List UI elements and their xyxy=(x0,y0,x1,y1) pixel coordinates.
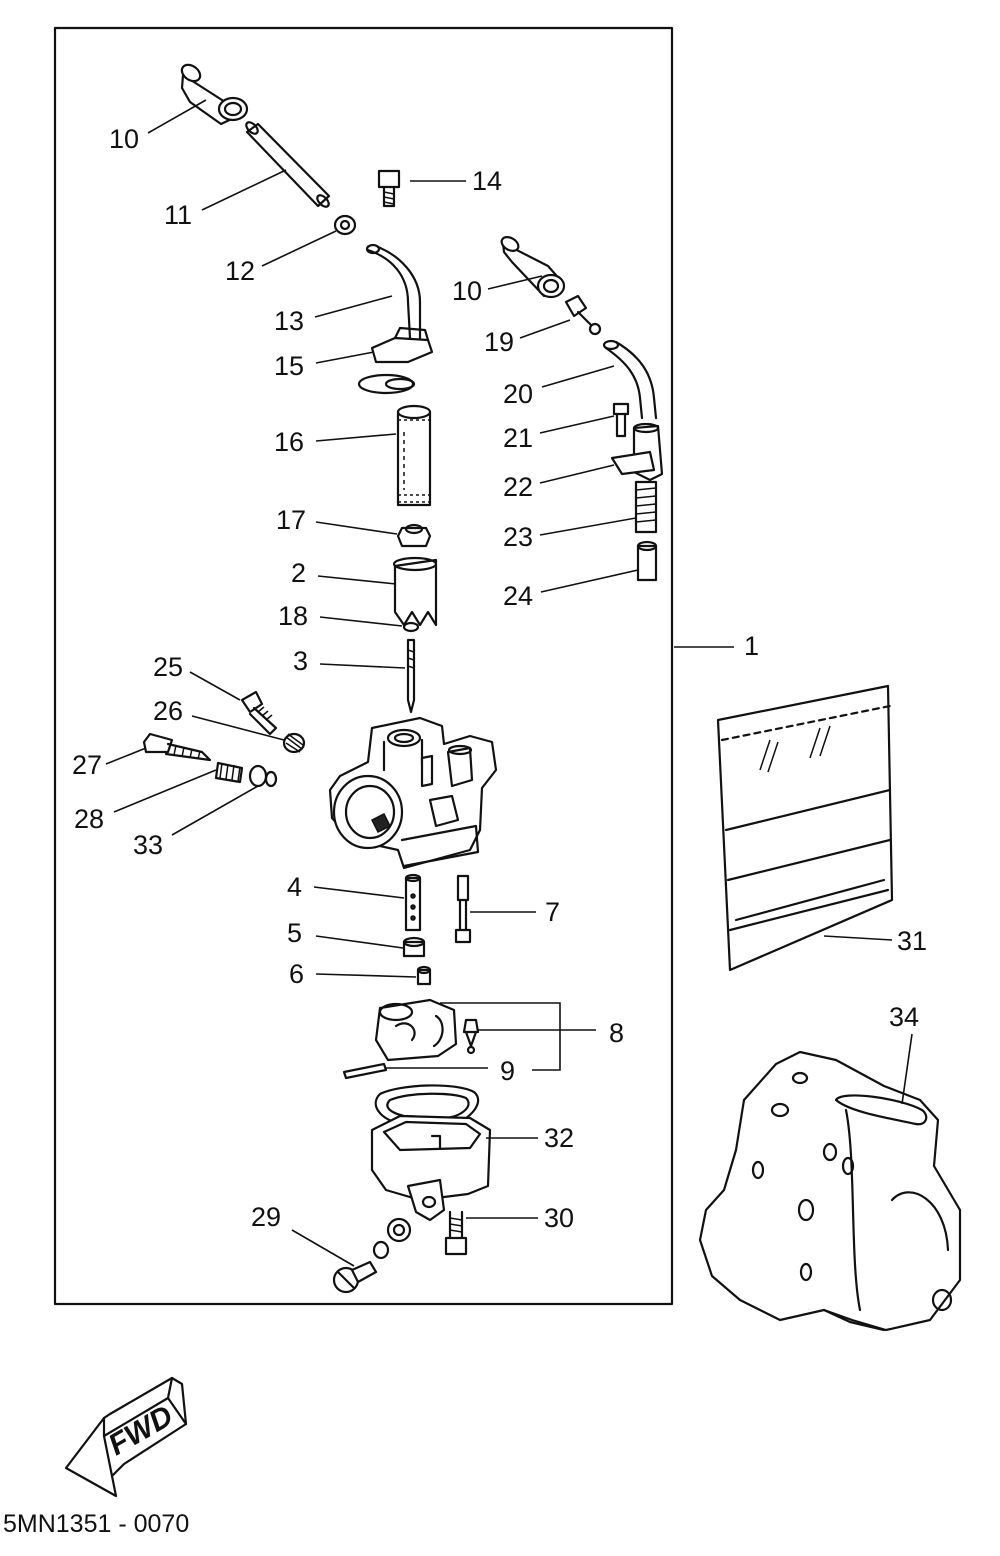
drawing-code: 5MN1351 - 0070 xyxy=(3,1510,189,1538)
callout-30: 30 xyxy=(544,1203,574,1233)
part-16-throttle-tube xyxy=(396,404,432,507)
callout-5: 5 xyxy=(287,918,302,948)
part-26-spring xyxy=(282,732,306,754)
callout-16: 16 xyxy=(274,427,304,457)
part-10-grip-left xyxy=(180,63,249,126)
callout-22: 22 xyxy=(503,472,533,502)
callout-27: 27 xyxy=(72,750,102,780)
assembly-frame xyxy=(53,26,674,1306)
callout-14: 14 xyxy=(472,166,502,196)
callout-6: 6 xyxy=(289,959,304,989)
callout-3: 3 xyxy=(293,646,308,676)
callout-15: 15 xyxy=(274,351,304,381)
part-8-float xyxy=(374,998,458,1062)
part-34-cover xyxy=(698,1050,962,1332)
part-14-bolt xyxy=(377,169,401,208)
part-15-cable-elbow xyxy=(357,326,434,395)
part-9-float-pin xyxy=(342,1062,388,1080)
part-25-screw xyxy=(240,690,278,736)
callout-1: 1 xyxy=(744,631,759,661)
part-5-spacer xyxy=(402,936,426,958)
part-29-drain-screw xyxy=(332,1217,412,1294)
part-7-pilot-jet xyxy=(454,874,472,944)
part-30-screw xyxy=(444,1210,468,1256)
part-24-plug xyxy=(636,540,658,582)
part-33-o-ring xyxy=(248,764,278,788)
part-18-clip xyxy=(402,621,420,633)
callout-24: 24 xyxy=(503,581,533,611)
part-6-main-jet xyxy=(416,965,432,986)
callout-12: 12 xyxy=(225,256,255,286)
part-20-pipe xyxy=(602,339,658,420)
part-28-spring xyxy=(214,761,244,784)
callout-8: 8 xyxy=(609,1018,624,1048)
callout-25: 25 xyxy=(153,652,183,682)
part-19-adjuster xyxy=(564,294,602,336)
leader-lines xyxy=(105,99,913,1267)
part-3-jet-needle xyxy=(406,638,416,714)
part-22-bracket xyxy=(610,422,664,482)
callout-9: 9 xyxy=(500,1056,515,1086)
callout-7: 7 xyxy=(545,897,560,927)
part-4-needle-jet xyxy=(404,873,422,932)
fwd-arrow-icon: FWD xyxy=(64,1376,188,1498)
callout-10-right: 10 xyxy=(452,276,482,306)
callout-33: 33 xyxy=(133,830,163,860)
callout-32: 32 xyxy=(544,1123,574,1153)
callout-17: 17 xyxy=(276,505,306,535)
callout-19: 19 xyxy=(484,327,514,357)
callout-34: 34 xyxy=(889,1002,919,1032)
callout-21: 21 xyxy=(503,423,533,453)
callout-13: 13 xyxy=(274,306,304,336)
part-32-float-bowl xyxy=(370,1114,492,1222)
callout-18: 18 xyxy=(278,601,308,631)
part-11-tube xyxy=(245,121,331,208)
callout-2: 2 xyxy=(291,558,306,588)
part-31-parts-bag xyxy=(716,684,894,972)
callout-31: 31 xyxy=(897,926,927,956)
part-8-needle-valve xyxy=(462,1018,480,1055)
part-32-gasket xyxy=(374,1084,480,1128)
callout-10: 10 xyxy=(109,124,139,154)
carburetor-body xyxy=(328,716,498,870)
callout-4: 4 xyxy=(287,872,302,902)
callout-23: 23 xyxy=(503,522,533,552)
part-13-bent-pipe xyxy=(365,243,422,340)
callout-26: 26 xyxy=(153,696,183,726)
part-12-nut xyxy=(333,214,357,236)
callout-11: 11 xyxy=(164,200,192,230)
part-23-spring xyxy=(634,480,658,534)
part-2-throttle-valve xyxy=(392,556,438,627)
callout-28: 28 xyxy=(74,804,104,834)
part-27-idle-screw xyxy=(142,732,212,762)
part-10-grip-right xyxy=(500,236,566,299)
callout-29: 29 xyxy=(251,1202,281,1232)
callout-20: 20 xyxy=(503,379,533,409)
part-21-screw xyxy=(612,402,630,438)
callout-labels: 10 11 12 14 13 15 16 17 2 18 3 1 10 19 2… xyxy=(72,124,927,1233)
part-17-cap xyxy=(396,523,432,548)
